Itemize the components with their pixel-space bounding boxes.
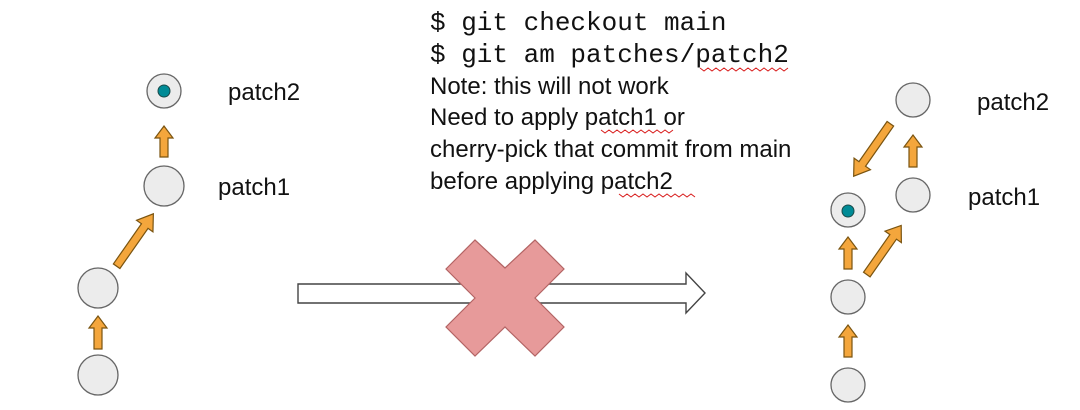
right-patch2-label: patch2: [977, 89, 1049, 116]
right-commit-patch1: [895, 177, 931, 213]
spellcheck-squiggle-3: [618, 193, 696, 198]
instructions: $ git checkout main $ git am patches/pat…: [430, 8, 791, 198]
left-patch1-label: patch1: [218, 174, 290, 201]
right-arrow-up-3-icon: [902, 134, 924, 168]
right-commit-middle: [830, 279, 866, 315]
right-commit-patch2: [895, 82, 931, 118]
command-checkout: $ git checkout main: [430, 8, 726, 38]
right-commit-bottom: [830, 367, 866, 403]
command-am: $ git am patches/patch2: [430, 40, 789, 70]
note-line-4: before applying patch2: [430, 168, 673, 195]
left-arrow-up-1-icon: [87, 315, 109, 350]
left-head-dot-icon: [157, 84, 171, 98]
left-patch2-label: patch2: [228, 79, 300, 106]
left-graph: patch2 patch1: [77, 73, 300, 396]
left-arrow-up-2-icon: [153, 125, 175, 158]
right-arrow-up-2-icon: [837, 236, 859, 270]
left-arrow-diagonal-icon: [112, 212, 154, 270]
left-commit-patch1: [143, 165, 185, 207]
right-graph: patch2 patch1: [830, 82, 1049, 403]
right-patch1-label: patch1: [968, 184, 1040, 211]
left-commit-3: [77, 267, 119, 309]
cross-icon: [445, 239, 565, 357]
note-line-1: Note: this will not work: [430, 73, 670, 100]
note-line-2: Need to apply patch1 or: [430, 104, 685, 131]
note-line-3: cherry-pick that commit from main: [430, 136, 791, 163]
spellcheck-squiggle-2: [600, 129, 674, 134]
right-head-dot-icon: [841, 204, 855, 218]
right-arrow-diagonal-down-icon: [853, 120, 895, 178]
right-arrow-up-1-icon: [837, 324, 859, 358]
spellcheck-squiggle-1: [699, 67, 789, 72]
right-arrow-diagonal-up-icon: [862, 224, 902, 278]
left-commit-4: [77, 354, 119, 396]
